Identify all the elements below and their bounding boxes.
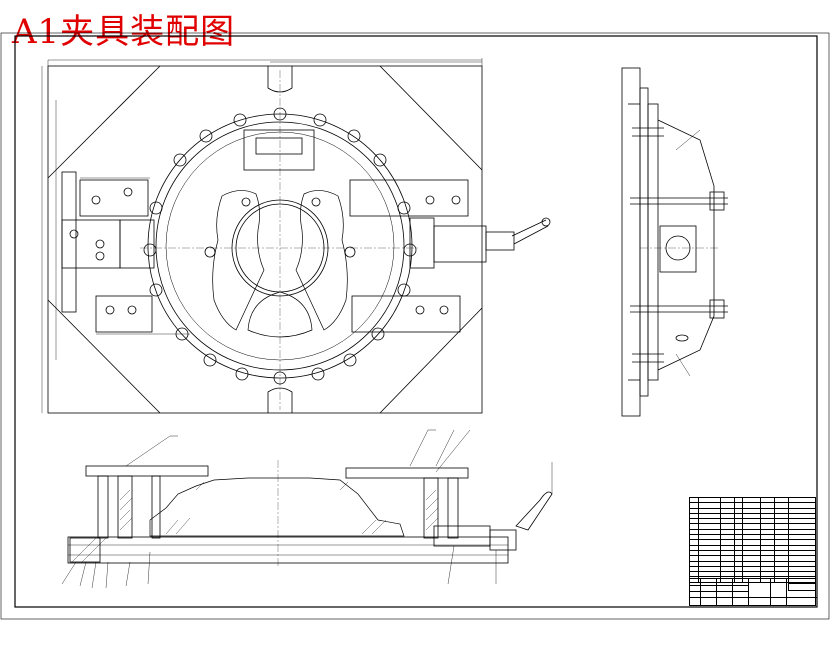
corner-chamfer-tl <box>47 65 161 179</box>
title-block <box>689 578 817 606</box>
title-block-drawing-name <box>788 583 816 591</box>
flange-bolt-lugs <box>143 107 417 385</box>
plan-view <box>41 58 551 414</box>
corner-chamfer-bl <box>47 299 161 414</box>
right-cylinder <box>433 225 487 263</box>
upper-left-clamp <box>79 179 149 217</box>
bom-cell <box>688 576 700 583</box>
top-lug-box <box>243 129 315 171</box>
base-plate <box>47 65 483 414</box>
left-cylinder <box>61 219 121 269</box>
sheet-inner-border <box>14 35 818 608</box>
corner-chamfer-tr <box>379 65 483 171</box>
bom-cell <box>733 576 744 583</box>
housing-inner-contour <box>212 190 265 331</box>
bom-cell <box>698 576 721 583</box>
side-view <box>621 67 728 417</box>
bill-of-materials <box>688 496 817 583</box>
left-strip <box>61 171 77 313</box>
bom-row <box>688 576 817 583</box>
workpiece-section <box>149 477 405 537</box>
lower-left-clamp <box>95 295 153 333</box>
corner-chamfer-br <box>379 307 483 414</box>
right-cylinder-block <box>409 217 435 269</box>
upper-right-clamp <box>349 179 469 217</box>
section-view <box>61 429 553 589</box>
sheet-outer-border <box>0 32 830 620</box>
left-cylinder-block <box>119 219 155 269</box>
handle-knob <box>485 231 515 251</box>
bom-cell <box>787 576 817 583</box>
section-base <box>67 536 509 564</box>
drawing-title: A1夹具装配图 <box>12 12 236 52</box>
side-base-plate <box>621 67 641 417</box>
